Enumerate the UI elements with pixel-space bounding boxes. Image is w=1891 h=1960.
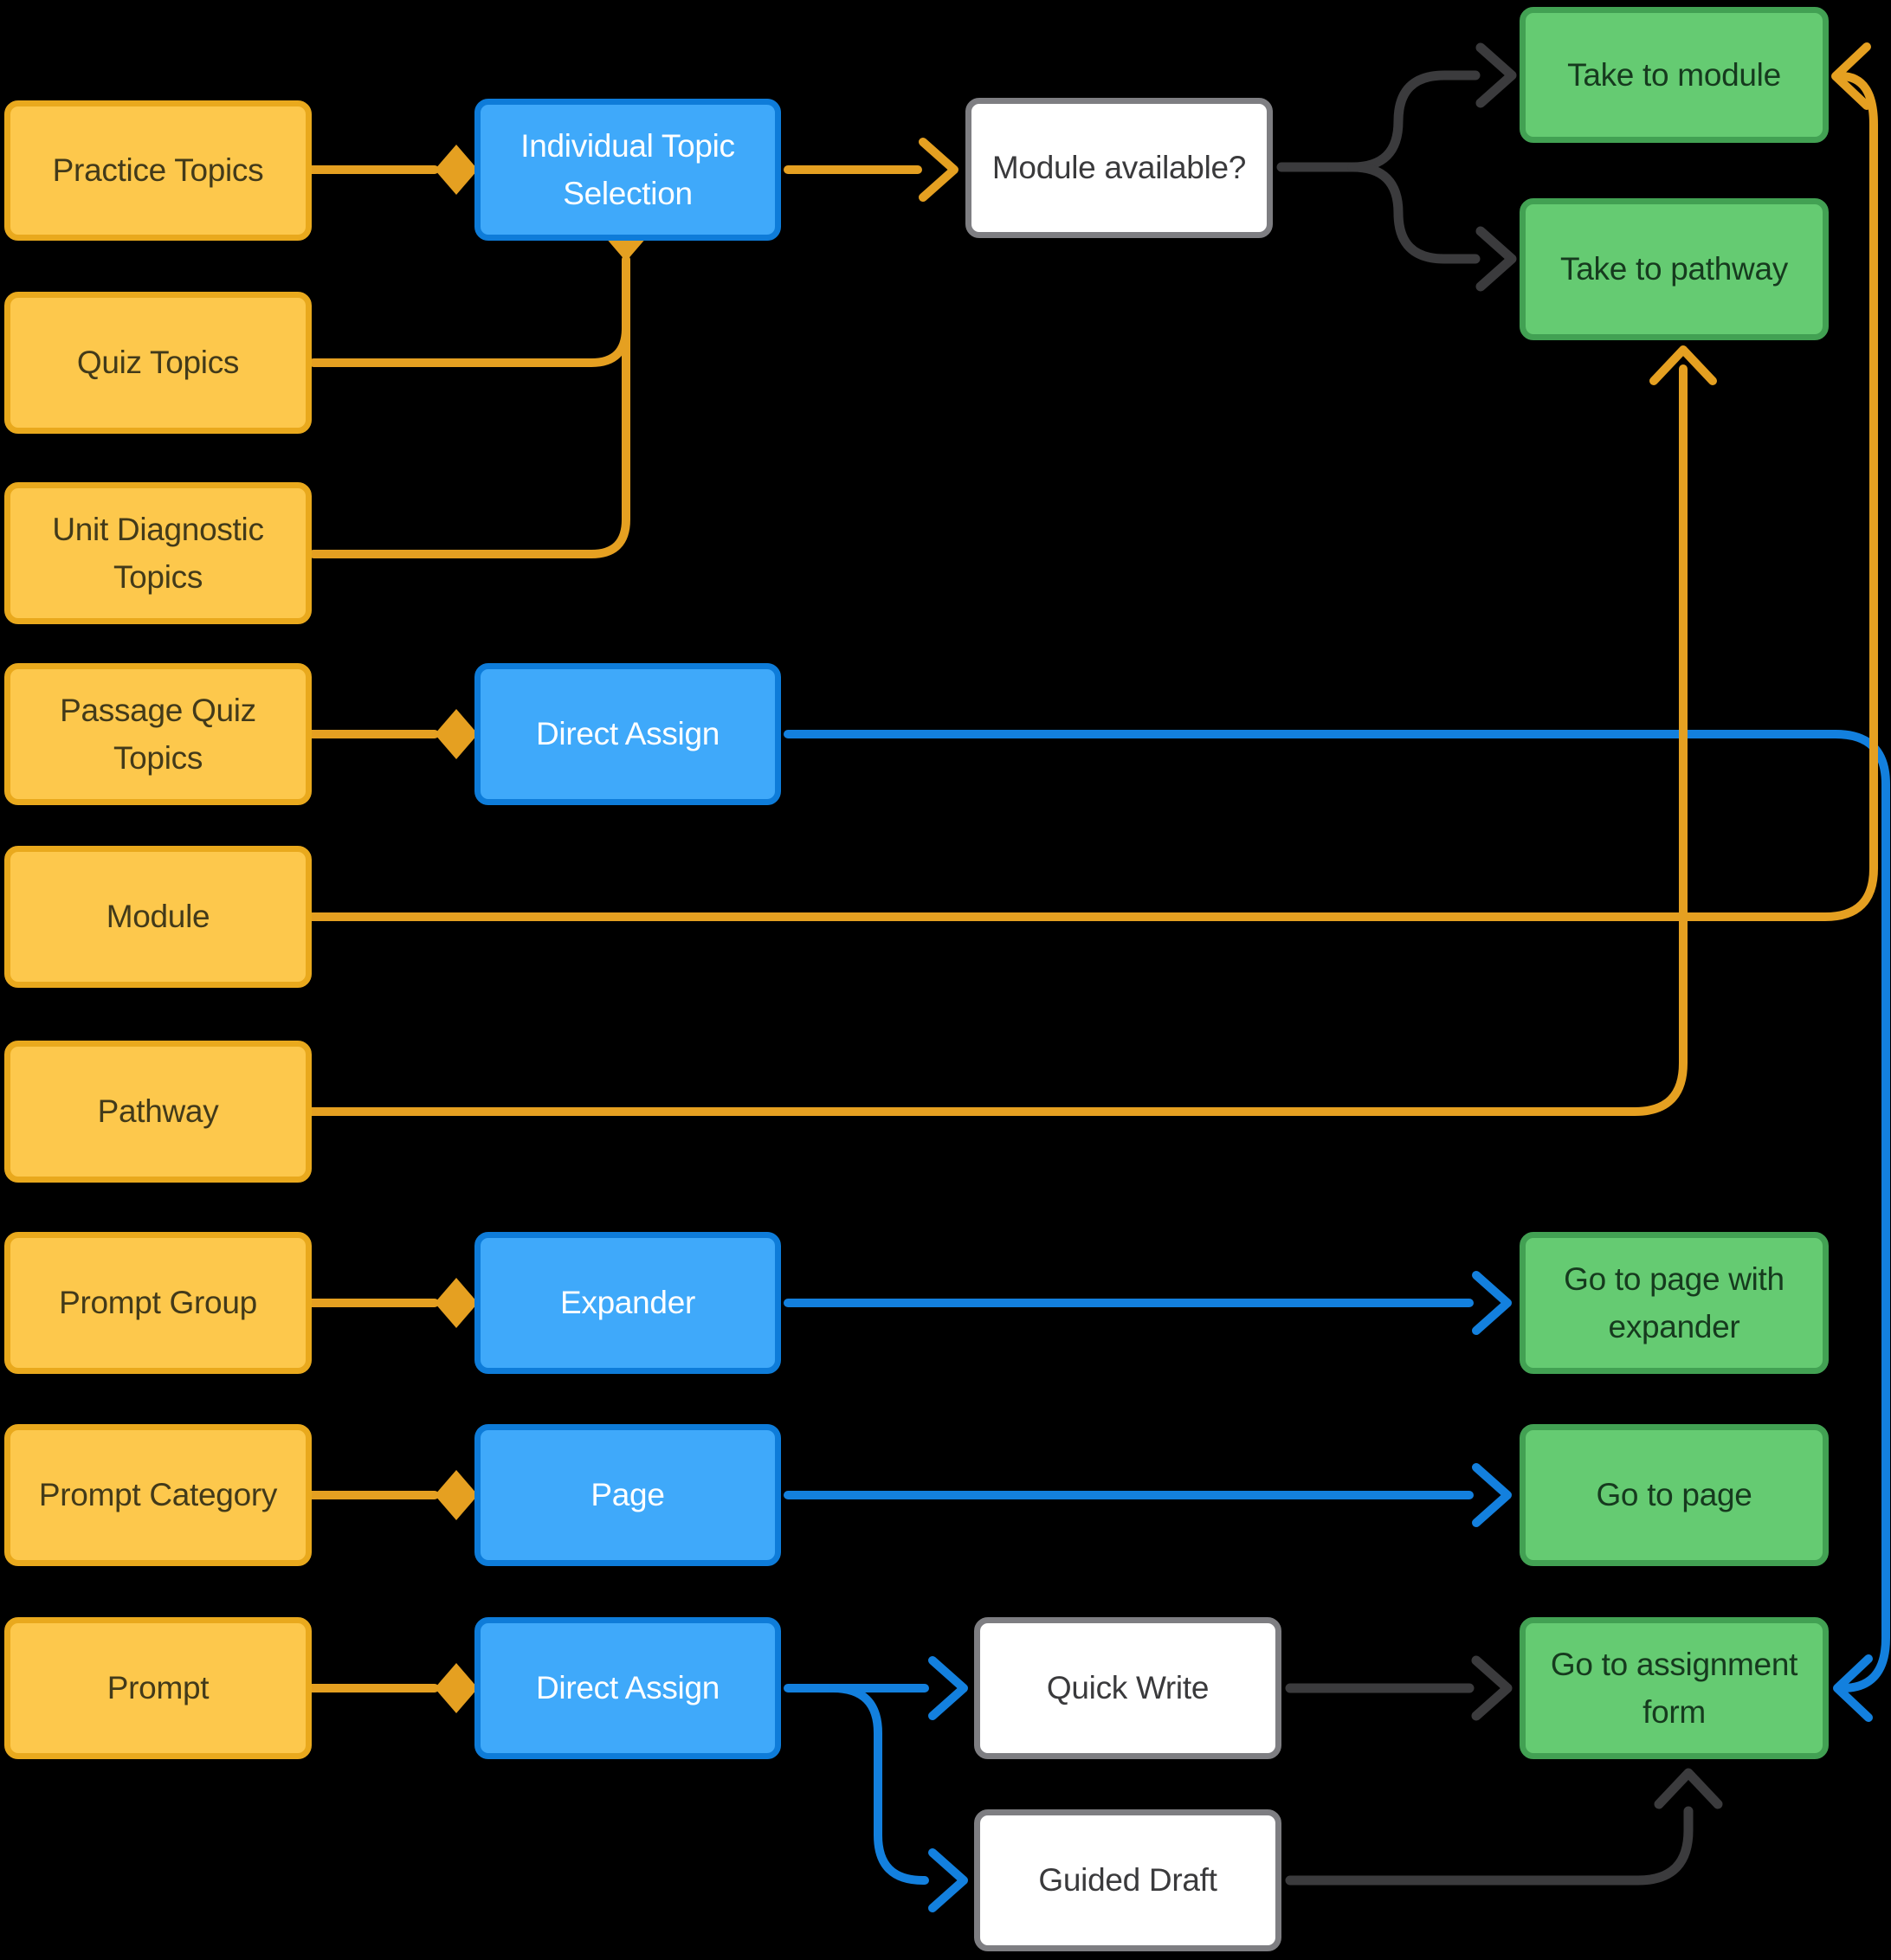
node-quick-write: Quick Write (974, 1617, 1281, 1759)
node-expander: Expander (474, 1232, 781, 1374)
node-passage-quiz-topics: Passage Quiz Topics (4, 663, 312, 805)
edge-direct-assign-prompt-to-guided-draft (829, 1684, 929, 1885)
edge-module-to-take-to-module (307, 72, 1878, 921)
node-take-to-module: Take to module (1520, 7, 1829, 143)
diamond-page (435, 1470, 478, 1520)
node-label: Pathway (97, 1093, 219, 1130)
node-prompt: Prompt (4, 1617, 312, 1759)
node-label: Prompt Group (59, 1285, 257, 1321)
node-page: Page (474, 1424, 781, 1566)
node-label: Go to page (1596, 1477, 1752, 1513)
edge-unit-diagnostic-to-its (309, 255, 630, 558)
node-label: Expander (560, 1285, 695, 1321)
edge-module-available-to-take-to-pathway (1347, 162, 1481, 264)
node-module: Module (4, 846, 312, 988)
node-label: Take to pathway (1560, 251, 1788, 287)
edge-direct-assign-topics-to-assignment-form (784, 730, 1890, 1692)
node-label: Go to assignment form (1550, 1646, 1798, 1731)
node-label: Quiz Topics (76, 345, 240, 381)
node-unit-diagnostic-topics: Unit Diagnostic Topics (4, 482, 312, 624)
arrowhead-assignment-form-left (1471, 1655, 1513, 1721)
node-direct-assign-prompt: Direct Assign (474, 1617, 781, 1759)
node-pathway: Pathway (4, 1041, 312, 1183)
node-take-to-pathway: Take to pathway (1520, 198, 1829, 340)
edge-guided-draft-to-assignment-form (1285, 1806, 1694, 1886)
edge-pathway-to-take-to-pathway (307, 364, 1688, 1116)
node-go-to-assignment-form: Go to assignment form (1520, 1617, 1829, 1759)
diamond-direct-assign-topics (435, 709, 478, 759)
node-direct-assign-topics: Direct Assign (474, 663, 781, 805)
edge-module-available-to-take-to-module (1347, 70, 1481, 172)
arrowhead-guided-draft (928, 1848, 968, 1912)
arrowhead-module-available (919, 138, 958, 202)
arrowhead-take-to-module-left (1475, 42, 1517, 108)
arrowhead-go-to-page-with-expander (1472, 1271, 1512, 1335)
node-label: Direct Assign (535, 716, 720, 752)
arrowhead-take-to-pathway-left (1475, 226, 1517, 292)
node-guided-draft: Guided Draft (974, 1809, 1281, 1951)
node-prompt-category: Prompt Category (4, 1424, 312, 1566)
node-go-to-page-with-expander: Go to page with expander (1520, 1232, 1829, 1374)
node-label: Direct Assign (535, 1670, 720, 1706)
node-label: Go to page with expander (1564, 1260, 1785, 1345)
node-label: Module (106, 899, 210, 935)
node-label: Module available? (991, 150, 1247, 186)
node-module-available: Module available? (965, 98, 1273, 238)
diamond-direct-assign-prompt (435, 1663, 478, 1713)
arrowhead-assignment-form-bottom (1654, 1768, 1723, 1809)
node-practice-topics: Practice Topics (4, 100, 312, 241)
node-go-to-page: Go to page (1520, 1424, 1829, 1566)
arrowhead-assignment-form-right (1833, 1654, 1873, 1722)
arrowhead-quick-write (928, 1656, 968, 1720)
arrowhead-take-to-pathway-bottom (1649, 345, 1717, 385)
node-label: Unit Diagnostic Topics (52, 511, 264, 596)
node-label: Guided Draft (1038, 1862, 1217, 1899)
node-label: Page (591, 1477, 665, 1513)
node-individual-topic-selection: Individual Topic Selection (474, 99, 781, 241)
node-quiz-topics: Quiz Topics (4, 292, 312, 434)
arrowhead-go-to-page (1472, 1463, 1512, 1527)
diamond-its-left (435, 145, 478, 195)
node-label: Passage Quiz Topics (60, 692, 256, 777)
node-prompt-group: Prompt Group (4, 1232, 312, 1374)
node-label: Individual Topic Selection (520, 127, 735, 212)
node-label: Prompt Category (38, 1477, 278, 1513)
node-label: Take to module (1567, 56, 1781, 93)
edge-quiz-topics-to-its (309, 255, 630, 367)
node-label: Practice Topics (52, 152, 264, 189)
node-label: Quick Write (1046, 1670, 1210, 1706)
node-label: Prompt (106, 1670, 210, 1706)
arrowhead-take-to-module-right (1831, 42, 1871, 110)
diamond-expander (435, 1278, 478, 1328)
